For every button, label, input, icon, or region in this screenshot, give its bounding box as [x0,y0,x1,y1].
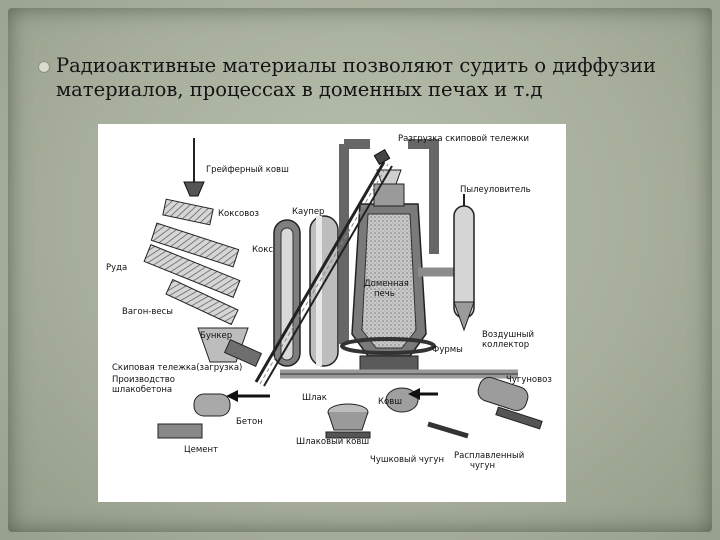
blast-furnace-diagram: Разгрузка скиповой тележки Грейферный ко… [98,124,566,502]
label-skip-car: Скиповая тележка(загрузка) [112,363,242,373]
ore-supply-line [143,138,263,367]
label-slag-concrete-line2: шлакобетона [112,385,172,395]
label-grab-bucket: Грейферный ковш [206,165,289,175]
label-air-collector-line2: коллектор [482,340,529,350]
label-blast-furnace-line2: печь [374,289,395,299]
label-coke-car: Коксовоз [218,209,259,219]
bullet-icon [38,61,50,73]
label-concrete: Бетон [236,417,263,427]
label-ore: Руда [106,263,127,273]
label-bunker: Бункер [200,331,232,341]
label-molten-iron-line1: Расплавленный [454,451,524,461]
label-slag: Шлак [302,393,327,403]
label-dust-catcher: Пылеуловитель [460,185,531,195]
bullet-text: Радиоактивные материалы позволяют судить… [56,54,656,101]
label-weigh-car: Вагон-весы [122,307,173,317]
label-ladle: Ковш [378,397,402,407]
iron-casting [385,376,543,439]
label-cowper: Каупер [292,207,324,217]
dust-catcher [453,194,475,332]
skip-hoist [254,148,393,387]
cowper-stoves [273,215,339,367]
label-cement: Цемент [184,445,218,455]
label-pig-iron: Чушковый чугун [370,455,444,465]
label-molten-iron-line2: чугун [470,461,495,471]
label-skip-unload: Разгрузка скиповой тележки [398,134,529,144]
label-slag-concrete-line1: Производство [112,375,175,385]
label-blast-furnace-line1: Доменная [364,279,409,289]
label-tuyeres: Фурмы [432,345,463,355]
label-coke: Кокс [252,245,273,255]
label-air-collector-line1: Воздушный [482,330,534,340]
label-slag-ladle: Шлаковый ковш [296,437,369,447]
blast-furnace [339,139,439,371]
label-cast-iron-ladle: Чугуновоз [506,375,552,385]
slag-processing [157,390,371,439]
diagram-canvas: Разгрузка скиповой тележки Грейферный ко… [106,134,552,471]
